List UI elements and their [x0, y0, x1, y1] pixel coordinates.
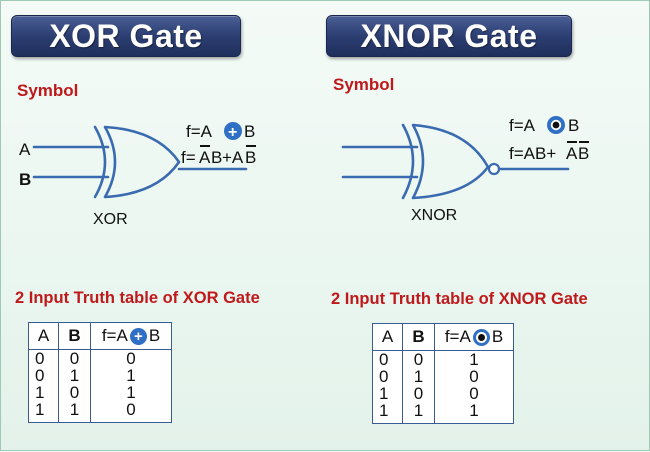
xor-operator-icon: +	[129, 327, 147, 345]
header-a: A	[28, 322, 59, 350]
cell-a: 0	[28, 349, 59, 367]
table-header-row: A B f=A B	[372, 323, 514, 351]
cell-b: 1	[402, 402, 435, 424]
xnor-gate-diagram	[341, 123, 570, 200]
xor-expr1-op: +	[228, 124, 237, 141]
header-output-lhs: f=A	[101, 326, 128, 345]
xnor-expr1-rhs: B	[568, 116, 579, 135]
cell-a: 0	[372, 368, 403, 385]
xnor-inversion-bubble	[487, 162, 501, 176]
header-output: f=A + B	[90, 322, 172, 350]
header-output-rhs: B	[491, 327, 504, 346]
xnor-expr2-prefix: f=AB+	[509, 144, 556, 163]
xor-expr2-prefix: f=	[181, 148, 196, 167]
xor-title-banner: XOR Gate	[11, 15, 241, 57]
xor-input-a-label: A	[19, 140, 31, 159]
table-row: 0 0 0	[28, 349, 172, 367]
cell-a: 1	[372, 385, 403, 402]
cell-a: 0	[372, 350, 403, 368]
cell-a: 1	[28, 401, 59, 423]
cell-output: 0	[434, 385, 514, 402]
cell-b: 0	[402, 385, 435, 402]
cell-output: 1	[90, 384, 172, 401]
xor-expr1-lhs: f=A	[186, 122, 213, 141]
xnor-gate-body	[411, 123, 490, 200]
cell-b: 0	[402, 350, 435, 368]
xnor-gate-label: XNOR	[411, 207, 457, 224]
cell-b: 0	[58, 384, 91, 401]
xnor-extra-arc	[401, 123, 415, 200]
header-a: A	[372, 323, 403, 351]
xnor-title-banner: XNOR Gate	[326, 15, 572, 57]
xnor-operator-dot	[550, 119, 562, 131]
header-output: f=A B	[434, 323, 514, 351]
xor-extra-arc	[93, 125, 107, 199]
xnor-expr1-lhs: f=A	[509, 116, 536, 135]
xor-expr2-b1: B	[211, 148, 222, 167]
xor-symbol-label: Symbol	[17, 81, 79, 100]
table-row: 1 0 0	[372, 385, 514, 402]
xor-input-b-label: B	[19, 170, 31, 189]
xor-expr1-rhs: B	[244, 122, 255, 141]
xor-gate-label: XOR	[93, 211, 128, 228]
xnor-expr2-a1: A	[566, 144, 578, 163]
cell-output: 0	[90, 401, 172, 423]
xor-expr2-a1: A	[199, 148, 211, 167]
cell-output: 1	[434, 402, 514, 424]
table-header-row: A B f=A + B	[28, 322, 172, 350]
xnor-truth-table: A B f=A B 0 0 1 0 1 0 1 0 0	[372, 323, 514, 424]
cell-output: 1	[434, 350, 514, 368]
xor-expr2-plus: +A	[222, 148, 244, 167]
cell-a: 0	[28, 367, 59, 384]
table-row: 1 1 0	[28, 401, 172, 423]
cell-output: 1	[90, 367, 172, 384]
header-output-rhs: B	[148, 326, 161, 345]
xor-expr2-b2: B	[245, 148, 256, 167]
xnor-truth-table-title: 2 Input Truth table of XNOR Gate	[331, 290, 588, 308]
table-row: 0 0 1	[372, 350, 514, 368]
cell-a: 1	[372, 402, 403, 424]
header-output-lhs: f=A	[444, 327, 471, 346]
xor-gate-diagram	[32, 125, 248, 199]
table-row: 1 1 1	[372, 402, 514, 424]
cell-b: 1	[402, 368, 435, 385]
cell-b: 0	[58, 349, 91, 367]
table-row: 0 1 1	[28, 367, 172, 384]
header-b: B	[402, 323, 435, 351]
table-row: 1 0 1	[28, 384, 172, 401]
xnor-operator-icon	[472, 328, 490, 346]
xnor-expr2-b1: B	[578, 144, 589, 163]
table-row: 0 1 0	[372, 368, 514, 385]
cell-b: 1	[58, 401, 91, 423]
cell-a: 1	[28, 384, 59, 401]
xor-truth-table-title: 2 Input Truth table of XOR Gate	[15, 289, 260, 307]
xnor-symbol-label: Symbol	[333, 75, 395, 94]
xor-gate-body	[103, 125, 181, 199]
xor-operator-icon	[224, 122, 242, 140]
xor-truth-table: A B f=A + B 0 0 0 0 1 1 1 0 1	[28, 322, 172, 423]
header-b: B	[58, 322, 91, 350]
xor-title: XOR Gate	[49, 17, 203, 54]
xnor-title: XNOR Gate	[360, 17, 538, 54]
cell-output: 0	[90, 349, 172, 367]
cell-b: 1	[58, 367, 91, 384]
cell-output: 0	[434, 368, 514, 385]
